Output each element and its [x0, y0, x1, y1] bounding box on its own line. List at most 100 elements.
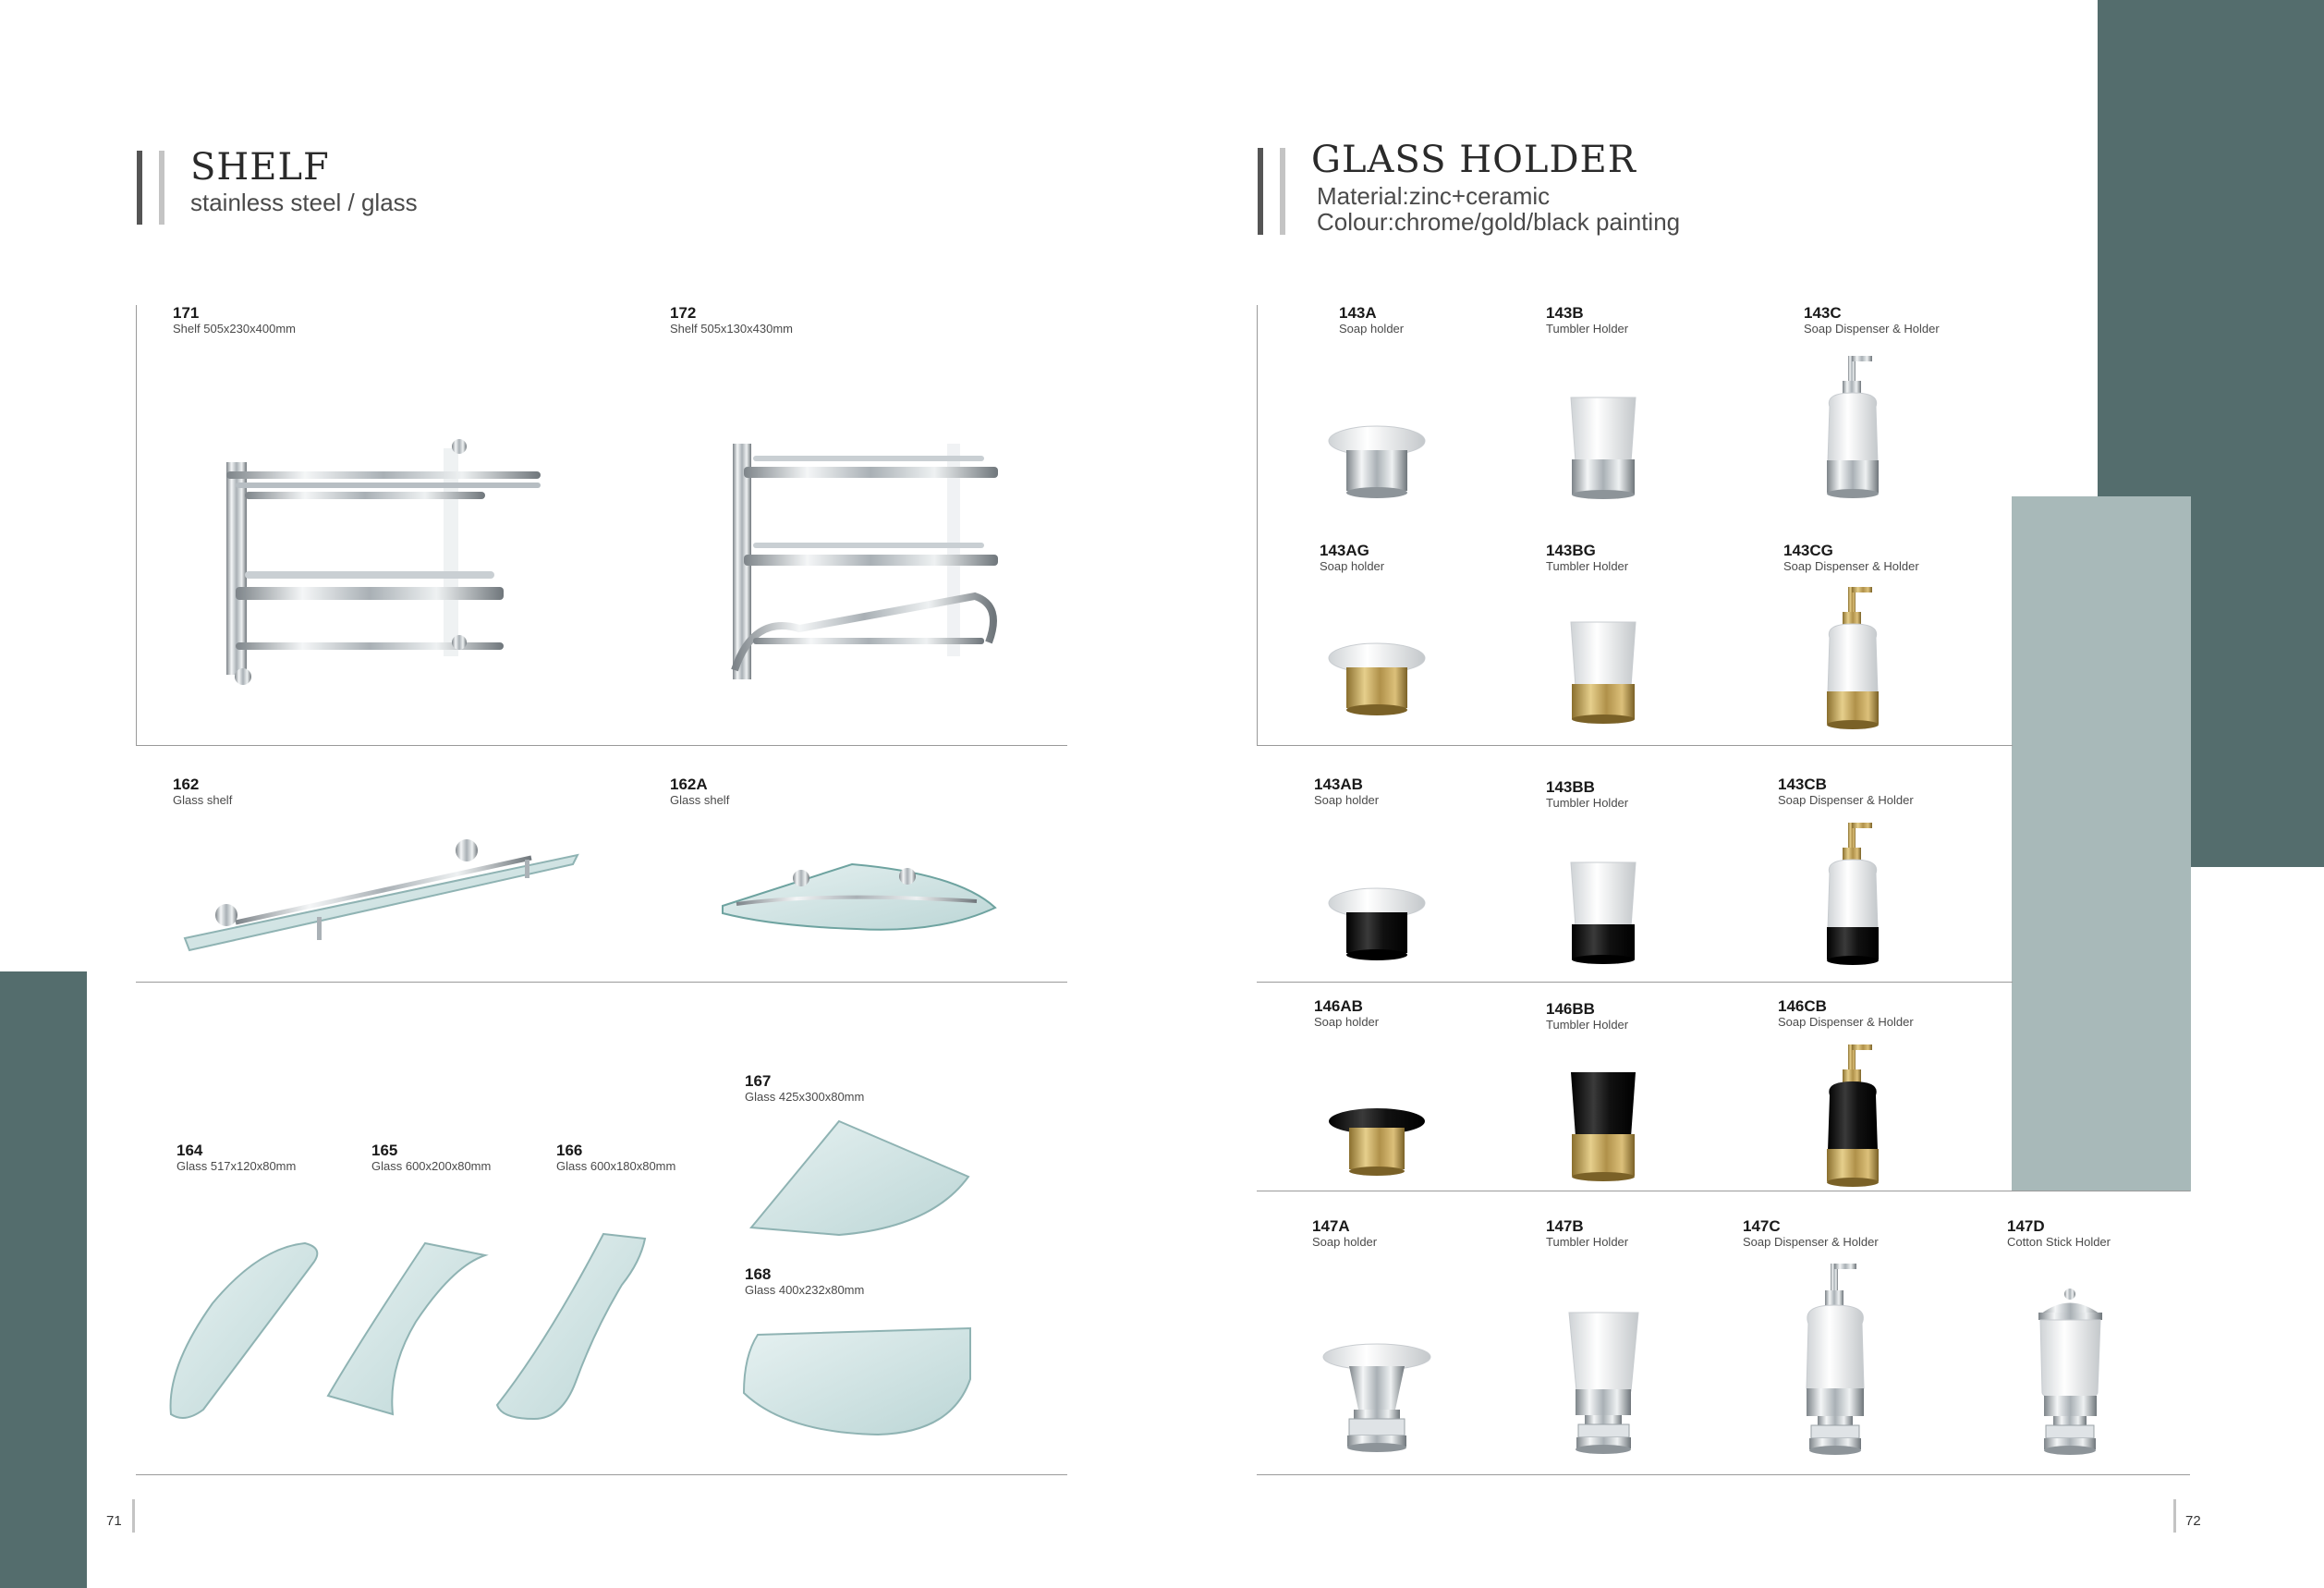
tumbler-holder-crystal-image — [1568, 1312, 1639, 1454]
product-description: Soap holder — [1320, 559, 1385, 573]
product-143a: 143A Soap holder — [1339, 305, 1404, 336]
section-divider — [1257, 982, 2013, 983]
product-167: 167 Glass 425x300x80mm — [745, 1072, 865, 1105]
product-code: 146AB — [1314, 997, 1363, 1015]
section-divider — [136, 982, 1067, 983]
section-divider — [136, 305, 137, 745]
product-code: 162A — [670, 776, 708, 793]
product-171: 171 Shelf 505x230x400mm — [173, 305, 296, 336]
title-marker-light — [159, 151, 164, 225]
section-divider — [136, 1474, 1067, 1475]
product-code: 143BG — [1546, 542, 1596, 559]
soap-dispenser-crystal-image — [1806, 1264, 1865, 1455]
product-description: Soap Dispenser & Holder — [1783, 559, 1919, 573]
glass-panel-165-image — [326, 1241, 489, 1416]
product-146cb: 146CB Soap Dispenser & Holder — [1778, 997, 1914, 1030]
page-number-marker — [132, 1499, 135, 1533]
material-spec: Material:zinc+ceramic — [1317, 182, 1551, 210]
product-description: Shelf 505x130x430mm — [670, 322, 793, 336]
product-164: 164 Glass 517x120x80mm — [176, 1142, 297, 1174]
product-147a: 147A Soap holder — [1312, 1217, 1378, 1250]
soap-holder-chrome-image — [1328, 425, 1426, 498]
product-172: 172 Shelf 505x130x430mm — [670, 305, 793, 336]
product-143bg: 143BG Tumbler Holder — [1546, 542, 1629, 574]
tumbler-holder-gold-image — [1570, 621, 1637, 724]
decor-block-right-middle — [2012, 496, 2191, 1191]
cotton-stick-holder-crystal-image — [2038, 1289, 2102, 1455]
product-code: 143A — [1339, 304, 1377, 322]
page-title: SHELF — [190, 146, 330, 189]
product-description: Cotton Stick Holder — [2007, 1235, 2111, 1249]
tumbler-holder-black-gold-image — [1571, 1072, 1636, 1181]
decor-block-left-bottom — [0, 971, 87, 1588]
product-description: Soap Dispenser & Holder — [1743, 1235, 1879, 1249]
product-162a: 162A Glass shelf — [670, 776, 730, 808]
corner-glass-167-image — [749, 1119, 970, 1237]
product-description: Soap holder — [1339, 322, 1405, 336]
soap-holder-gold-image — [1328, 642, 1426, 715]
soap-dispenser-black-gold-image — [1827, 1044, 1879, 1187]
product-146bb: 146BB Tumbler Holder — [1546, 1001, 1628, 1032]
product-147d: 147D Cotton Stick Holder — [2007, 1217, 2111, 1250]
product-description: Glass shelf — [173, 793, 233, 807]
product-code: 143B — [1546, 304, 1584, 322]
product-description: Tumbler Holder — [1546, 322, 1629, 336]
page-number-marker — [2173, 1499, 2176, 1533]
product-description: Soap holder — [1312, 1235, 1378, 1249]
soap-dispenser-black-image — [1827, 823, 1879, 965]
page-number: 72 — [2185, 1513, 2201, 1529]
product-code: 143AG — [1320, 542, 1369, 559]
section-divider — [1257, 305, 1258, 745]
corner-glass-168-image — [742, 1326, 971, 1436]
product-code: 172 — [670, 304, 697, 322]
product-143bb: 143BB Tumbler Holder — [1546, 779, 1629, 811]
product-code: 147A — [1312, 1217, 1350, 1235]
product-146ab: 146AB Soap holder — [1314, 997, 1380, 1030]
title-marker-dark — [137, 151, 142, 225]
product-description: Glass 400x232x80mm — [745, 1283, 865, 1297]
product-162: 162 Glass shelf — [173, 776, 233, 808]
product-code: 162 — [173, 776, 200, 793]
product-143cg: 143CG Soap Dispenser & Holder — [1783, 542, 1919, 574]
product-168: 168 Glass 400x232x80mm — [745, 1266, 865, 1298]
product-143cb: 143CB Soap Dispenser & Holder — [1778, 776, 1914, 808]
product-description: Soap holder — [1314, 1015, 1380, 1029]
product-147b: 147B Tumbler Holder — [1546, 1217, 1629, 1250]
page-subtitle: stainless steel / glass — [190, 189, 418, 216]
title-marker-dark — [1258, 148, 1263, 235]
tumbler-holder-black-image — [1570, 861, 1637, 964]
product-code: 143CG — [1783, 542, 1833, 559]
product-code: 146CB — [1778, 997, 1827, 1015]
product-description: Glass 425x300x80mm — [745, 1090, 865, 1104]
product-166: 166 Glass 600x180x80mm — [556, 1142, 675, 1174]
product-description: Glass 517x120x80mm — [176, 1159, 297, 1173]
product-code: 143C — [1804, 304, 1842, 322]
product-code: 166 — [556, 1142, 583, 1159]
product-code: 147B — [1546, 1217, 1584, 1235]
product-143c: 143C Soap Dispenser & Holder — [1804, 305, 1940, 336]
product-description: Soap holder — [1314, 793, 1380, 807]
section-divider — [136, 745, 1067, 746]
product-description: Glass 600x200x80mm — [371, 1159, 492, 1173]
product-description: Tumbler Holder — [1546, 559, 1629, 573]
corner-glass-shelf-image — [722, 862, 997, 931]
product-147c: 147C Soap Dispenser & Holder — [1743, 1218, 1879, 1250]
soap-holder-black-gold-image — [1329, 1108, 1425, 1176]
product-code: 167 — [745, 1072, 772, 1090]
product-description: Soap Dispenser & Holder — [1778, 793, 1914, 807]
section-divider — [1257, 745, 2013, 746]
glass-shelf-image — [183, 839, 579, 952]
glass-panel-166-image — [495, 1232, 647, 1421]
product-description: Soap Dispenser & Holder — [1804, 322, 1940, 336]
soap-holder-black-image — [1328, 887, 1426, 960]
soap-dispenser-gold-image — [1827, 587, 1879, 729]
product-code: 147D — [2007, 1217, 2045, 1235]
product-description: Tumbler Holder — [1546, 796, 1629, 810]
page-title: GLASS HOLDER — [1311, 139, 1637, 181]
product-code: 164 — [176, 1142, 203, 1159]
soap-dispenser-chrome-image — [1827, 356, 1879, 498]
product-code: 165 — [371, 1142, 398, 1159]
product-description: Glass shelf — [670, 793, 730, 807]
product-description: Tumbler Holder — [1546, 1235, 1629, 1249]
colour-spec: Colour:chrome/gold/black painting — [1317, 208, 1681, 236]
